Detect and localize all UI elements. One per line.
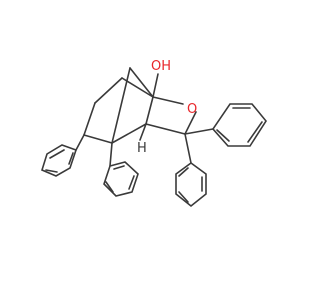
bond-c5-h xyxy=(139,123,147,141)
phenyl-ring-3 xyxy=(184,103,267,147)
bond-c1-oh xyxy=(152,73,159,98)
phenyl-ring-2 xyxy=(103,142,139,197)
bond-c6-c5b xyxy=(111,123,147,144)
ring-oxygen-label: O xyxy=(187,102,197,117)
bond-c8-c7 xyxy=(94,77,123,104)
bicyclic-core xyxy=(83,67,197,144)
bond-c5-c3 xyxy=(145,123,186,135)
phenyl-ring-4 xyxy=(175,133,207,208)
bridgehead-h-label: H xyxy=(137,141,147,156)
bond-bridge-top-right xyxy=(129,67,154,98)
bond-o-c3 xyxy=(184,111,197,135)
molecule-structure-diagram: OH O H xyxy=(41,59,267,208)
bond-c7-c6 xyxy=(83,102,96,136)
bond-c1-o xyxy=(152,96,184,105)
bond-c1-c8 xyxy=(121,77,154,98)
bond-c6-c5 xyxy=(83,134,113,144)
phenyl-ring-1 xyxy=(41,134,85,177)
hydroxyl-label: OH xyxy=(151,59,171,74)
bond-c1-c5 xyxy=(145,96,154,125)
